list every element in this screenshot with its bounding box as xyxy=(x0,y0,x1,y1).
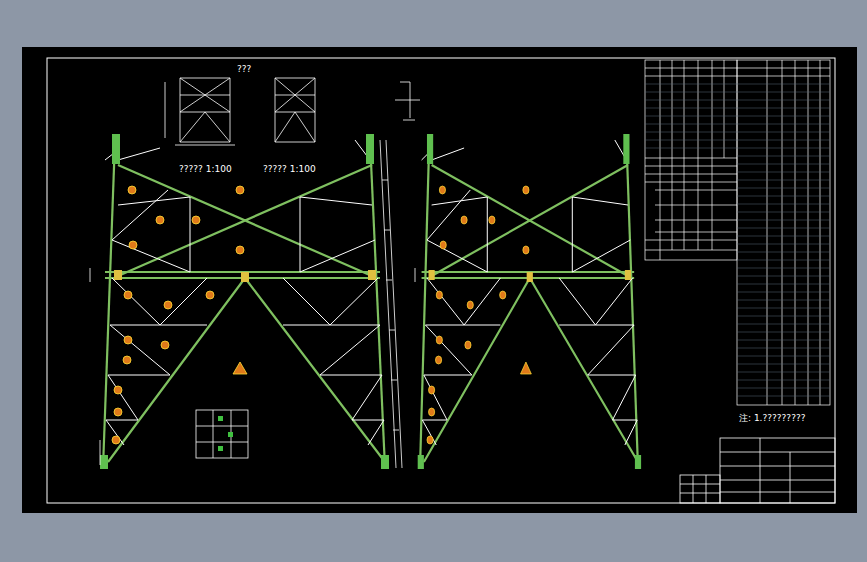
drawing-label: 注: 1.????????? xyxy=(738,413,806,424)
drawing-label: ??? xyxy=(236,64,252,75)
drawing-label: ????? 1:100 xyxy=(262,164,317,175)
drawing-label: ????? 1:100 xyxy=(178,164,233,175)
